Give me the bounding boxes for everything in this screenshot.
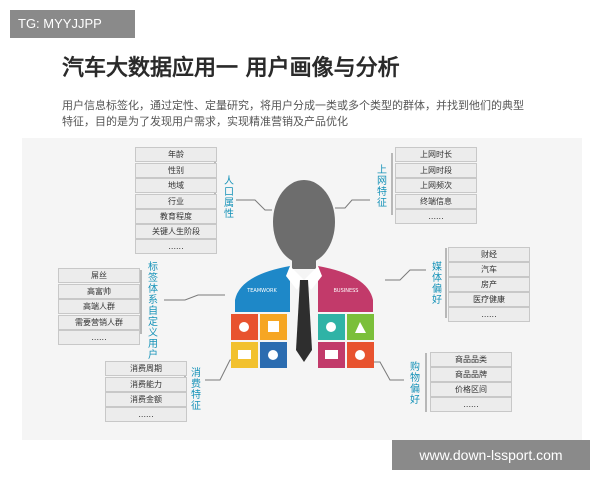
puzzle-icons [238,321,366,360]
custom-item: 高富帅 [58,284,140,299]
connector-online-link [335,199,370,209]
puzzle-piece-business [318,266,373,312]
online-item: 终端信息 [395,194,477,209]
chart-icon [268,321,279,332]
tag-badge: TG: MYYJJPP [10,10,135,38]
population-item: 年龄 [135,147,217,162]
population-label: 人口属性 [224,176,234,220]
online-item: 上网时段 [395,163,477,178]
consumption-item: 消费周期 [105,361,187,376]
growth-icon [355,322,366,333]
puzzle-body [231,266,374,368]
page-description: 用户信息标签化，通过定性、定量研究，将用户分成一类或多个类型的群体，并找到他们的… [62,99,524,128]
custom-label: 标签体系自定义用户 [148,262,158,361]
media-label: 媒体偏好 [432,262,442,306]
population-item: 教育程度 [135,209,217,224]
custom-item: 需要营销人群 [58,315,140,330]
online-item: 上网频次 [395,178,477,193]
head-shape [273,180,335,264]
shopping-label: 购物偏好 [410,362,420,406]
shopping-item: 商品品类 [430,352,512,367]
population-item: 地域 [135,178,217,193]
consumption-label: 消费特征 [191,368,201,412]
consumption-item: 消费能力 [105,377,187,392]
connector-population-link [236,199,272,211]
money-icon [325,350,338,359]
population-item: ...... [135,239,217,254]
media-item: 财经 [448,247,530,262]
connector-custom-link [164,294,225,301]
target-icon [326,322,336,332]
collar-left [286,266,304,290]
shopping-item: ...... [430,397,512,412]
briefcase-icon [238,350,251,359]
custom-item: 高端人群 [58,299,140,314]
online-label: 上网特征 [377,165,387,209]
shopping-item: 价格区间 [430,382,512,397]
media-item: 汽车 [448,262,530,277]
media-item: ...... [448,307,530,322]
custom-item: ...... [58,330,140,345]
tie-shape [296,280,312,362]
media-item: 医疗健康 [448,292,530,307]
watermark: www.down-lssport.com [392,440,590,470]
population-item: 关键人生阶段 [135,224,217,239]
neck-shape [292,255,316,269]
page-title: 汽车大数据应用一 用户画像与分析 [62,56,400,81]
puzzle-piece-teamwork [235,266,290,312]
online-item: 上网时长 [395,147,477,162]
collar-right [304,266,322,290]
shopping-item: 商品品牌 [430,367,512,382]
settings-icon [355,350,365,360]
population-item: 性别 [135,163,217,178]
media-item: 房产 [448,277,530,292]
online-item: ...... [395,209,477,224]
population-item: 行业 [135,194,217,209]
idea-icon [268,350,278,360]
business-label: BUSINESS [334,288,359,294]
connector-media-link [385,269,426,281]
consumption-item: 消费金额 [105,392,187,407]
consumption-item: ...... [105,407,187,422]
custom-item: 屌丝 [58,268,140,283]
people-icon [239,322,249,332]
teamwork-label: TEAMWORK [246,288,277,294]
